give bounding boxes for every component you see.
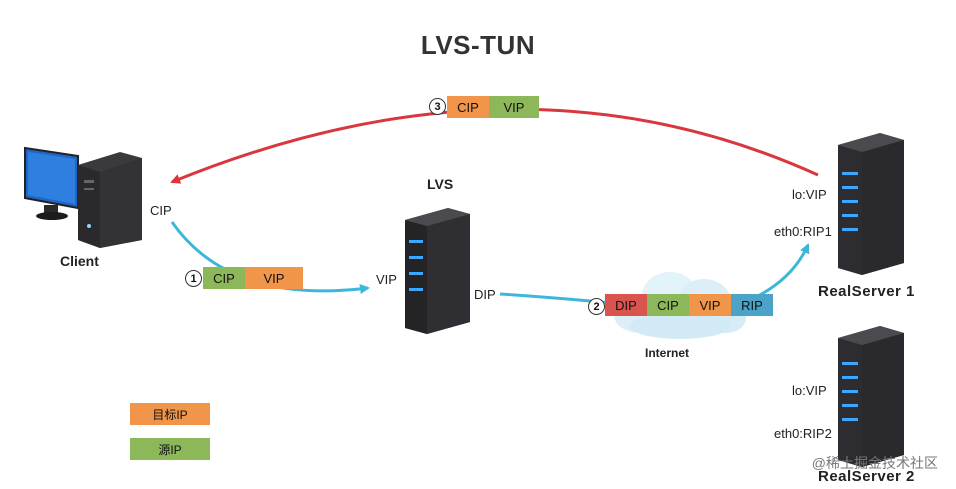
server-tower-icon	[838, 326, 904, 467]
step-3-badge: 3	[429, 98, 446, 115]
lvs-vip-label: VIP	[376, 272, 397, 287]
step-1-badge: 1	[185, 270, 202, 287]
packet-field: CIP	[203, 267, 245, 289]
watermark: @稀土掘金技术社区	[811, 455, 938, 471]
packet-field: VIP	[689, 294, 731, 316]
lvs-label: LVS	[427, 176, 454, 192]
server-tower-icon	[405, 208, 470, 334]
step-2-badge: 2	[588, 298, 605, 315]
server-tower-icon	[838, 133, 904, 275]
packet-field: VIP	[245, 267, 303, 289]
packet-field: VIP	[489, 96, 539, 118]
lvs-dip-label: DIP	[474, 287, 496, 302]
legend-dest-ip: 目标IP	[130, 403, 210, 425]
packet-3: CIP VIP	[447, 96, 539, 118]
packet-2: DIP CIP VIP RIP	[605, 294, 773, 316]
diagram-title: LVS-TUN	[420, 30, 536, 60]
packet-field: RIP	[731, 294, 773, 316]
desktop-computer-icon	[24, 146, 142, 248]
packet-1: CIP VIP	[203, 267, 303, 289]
packet-field: CIP	[447, 96, 489, 118]
rs1-lo-label: lo:VIP	[792, 187, 827, 202]
packet-field: DIP	[605, 294, 647, 316]
rs2-lo-label: lo:VIP	[792, 383, 827, 398]
return-arrow	[170, 107, 819, 184]
rs2-eth-label: eth0:RIP2	[774, 426, 832, 441]
rs2-label: RealServer 2	[818, 468, 915, 485]
internet-label: Internet	[645, 346, 690, 360]
legend-src-ip: 源IP	[130, 438, 210, 460]
rs1-label: RealServer 1	[818, 283, 915, 300]
packet-field: CIP	[647, 294, 689, 316]
rs1-eth-label: eth0:RIP1	[774, 224, 832, 239]
client-ip-label: CIP	[150, 203, 172, 218]
client-label: Client	[60, 253, 99, 269]
